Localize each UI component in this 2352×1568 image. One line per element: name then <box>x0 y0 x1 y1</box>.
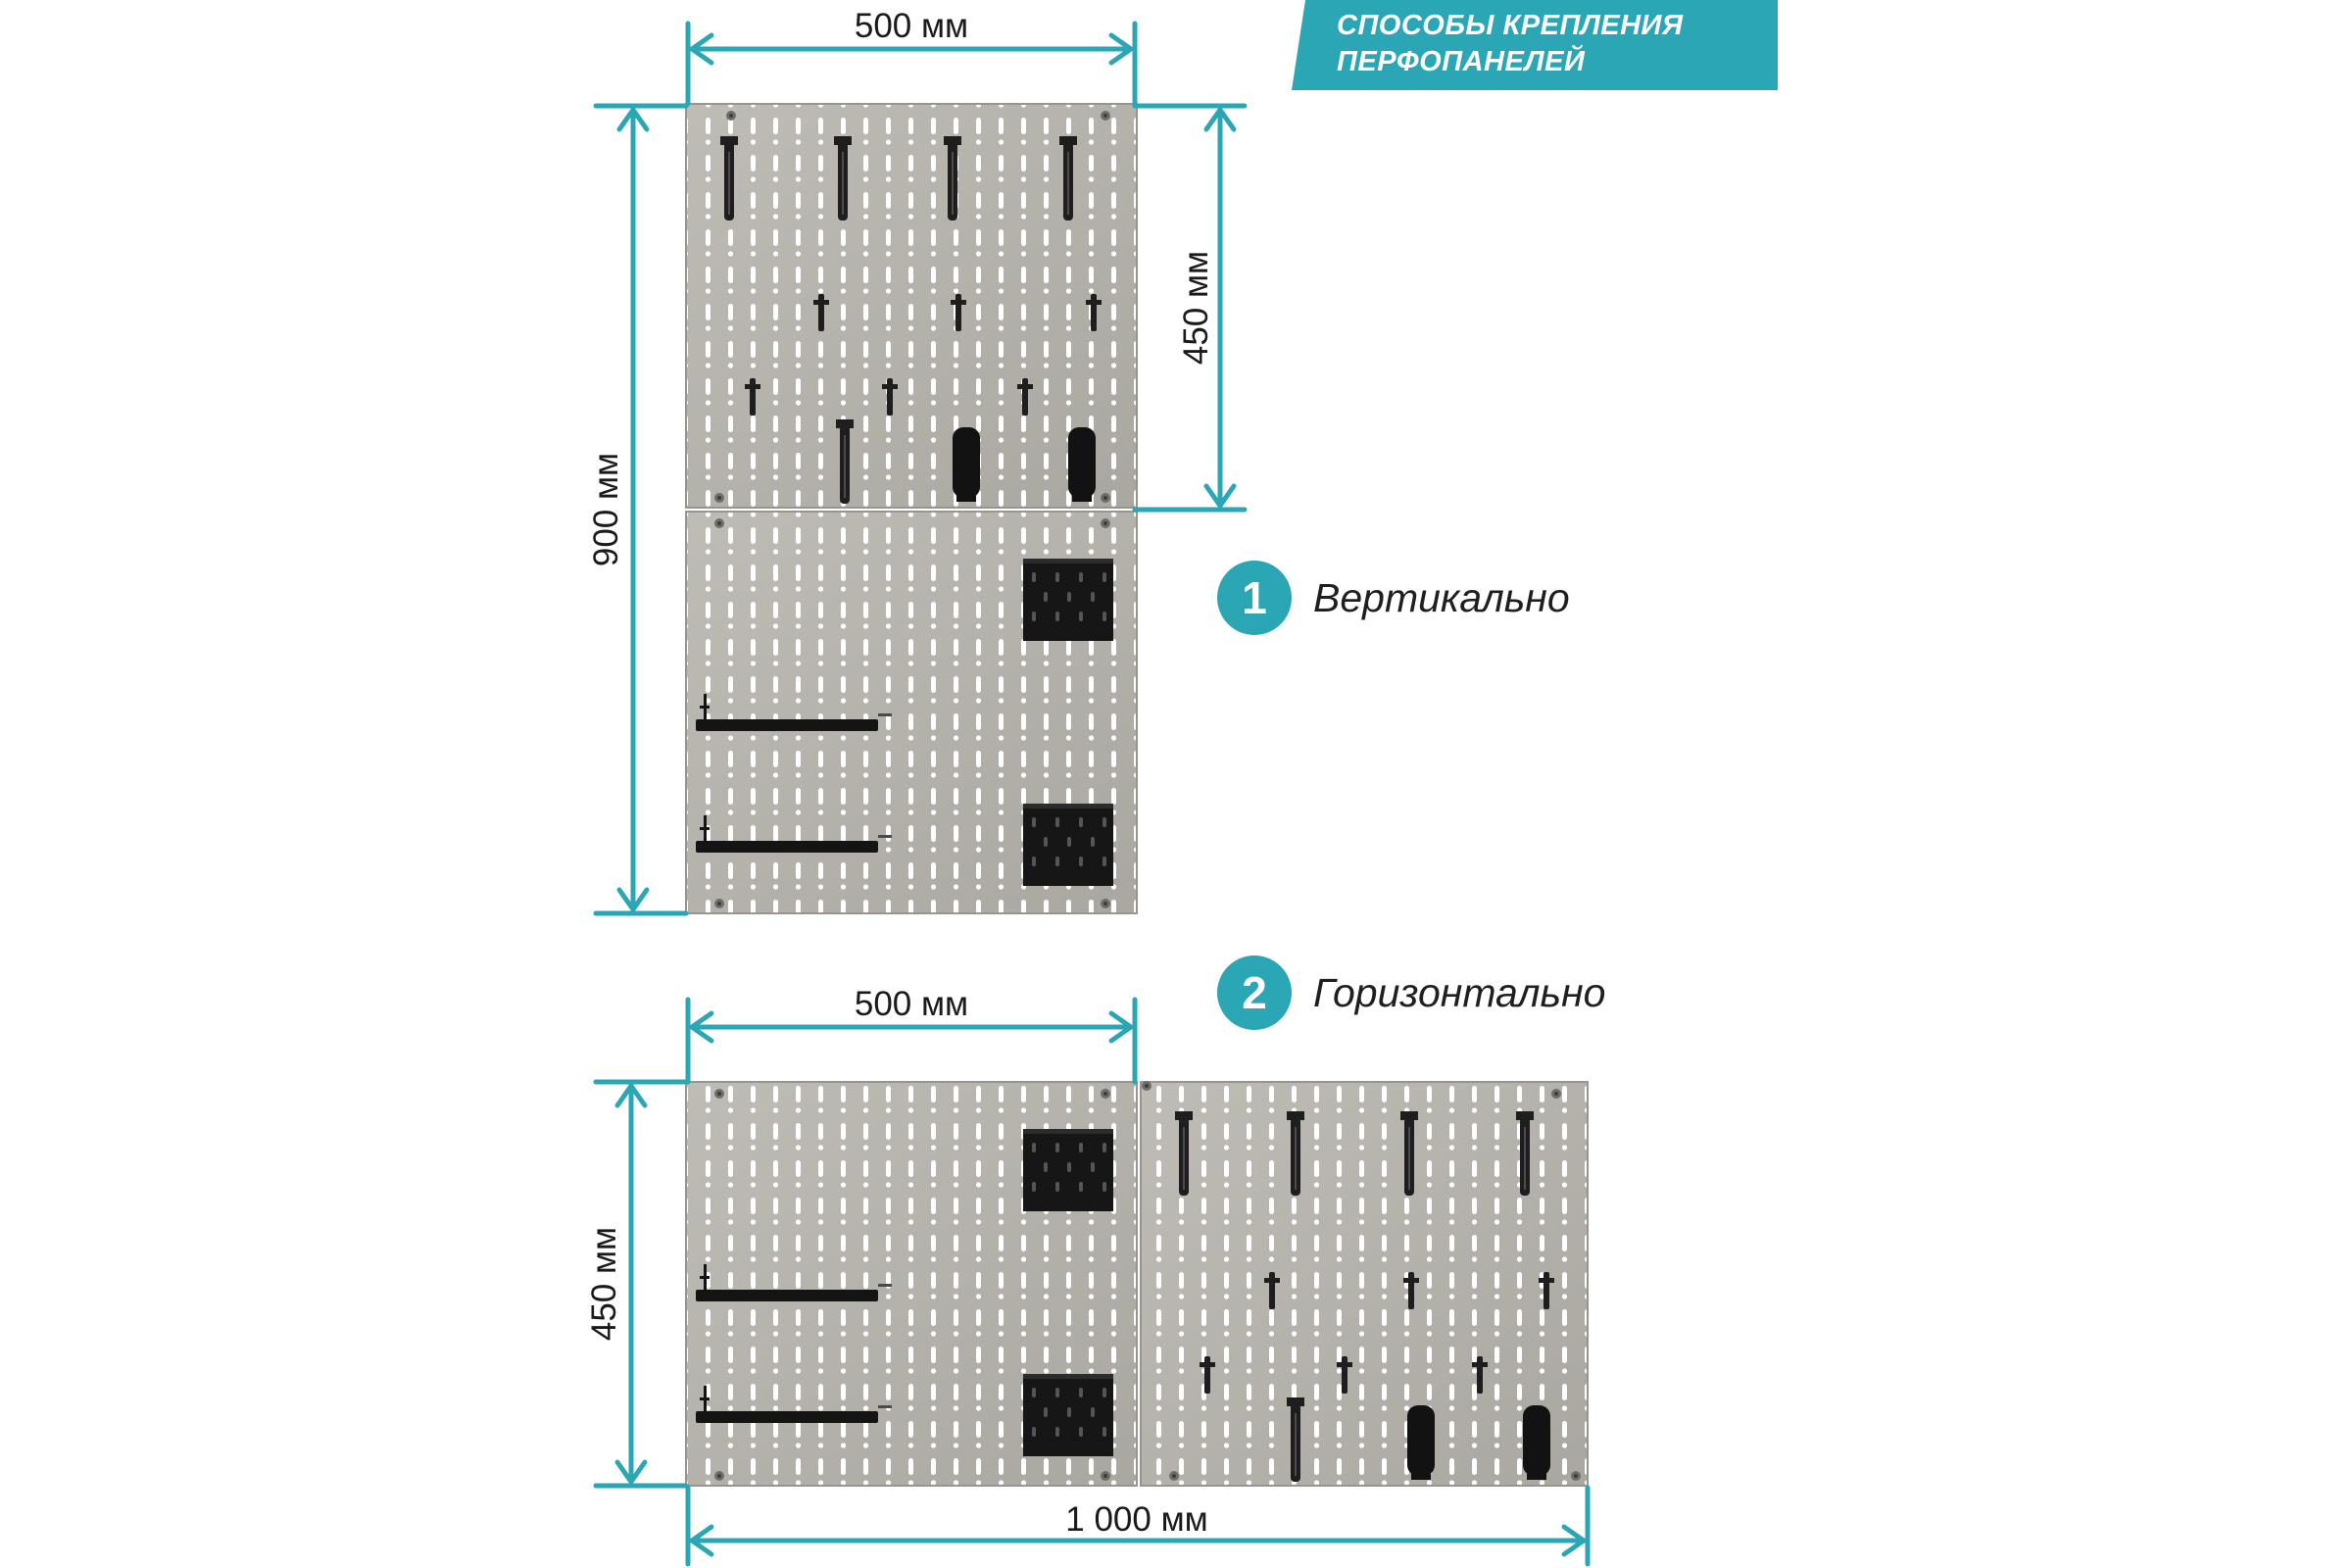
label-panel-height: 450 мм <box>1177 251 1215 365</box>
dimension-line-total-width <box>685 1485 1591 1567</box>
title-line-2: ПЕРФОПАНЕЛЕЙ <box>1337 46 1586 77</box>
label-horizontal-panel-width: 500 мм <box>855 985 968 1023</box>
dimension-line-horizontal-height <box>593 1079 689 1489</box>
mode-label-horizontal: Горизонтально <box>1313 969 1606 1015</box>
title-text: СПОСОБЫ КРЕПЛЕНИЯ ПЕРФОПАНЕЛЕЙ <box>1337 8 1768 80</box>
label-top-width: 500 мм <box>855 7 968 45</box>
panel-hooks-horizontal <box>1140 1081 1589 1487</box>
mode-vertical: 1 Вертикально <box>1217 561 1570 635</box>
panel-bins-horizontal <box>685 1081 1138 1487</box>
mode-label-vertical: Вертикально <box>1313 574 1570 620</box>
panel-hooks-vertical <box>685 103 1138 509</box>
dimension-line-panel-height <box>1132 103 1248 513</box>
label-horizontal-height: 450 мм <box>585 1227 623 1341</box>
dimension-line-total-height <box>593 103 689 916</box>
title-banner: СПОСОБЫ КРЕПЛЕНИЯ ПЕРФОПАНЕЛЕЙ <box>1292 0 1778 90</box>
title-line-1: СПОСОБЫ КРЕПЛЕНИЯ <box>1337 10 1684 41</box>
mode-number-badge-1: 1 <box>1217 561 1292 635</box>
dimension-line-top-width <box>685 21 1138 107</box>
mode-number-badge-2: 2 <box>1217 956 1292 1030</box>
label-total-width: 1 000 мм <box>1065 1500 1207 1539</box>
mode-horizontal: 2 Горизонтально <box>1217 956 1605 1030</box>
panel-bins-vertical <box>685 511 1138 914</box>
dimension-line-horizontal-panel-width <box>685 997 1138 1085</box>
label-total-height: 900 мм <box>587 453 625 566</box>
